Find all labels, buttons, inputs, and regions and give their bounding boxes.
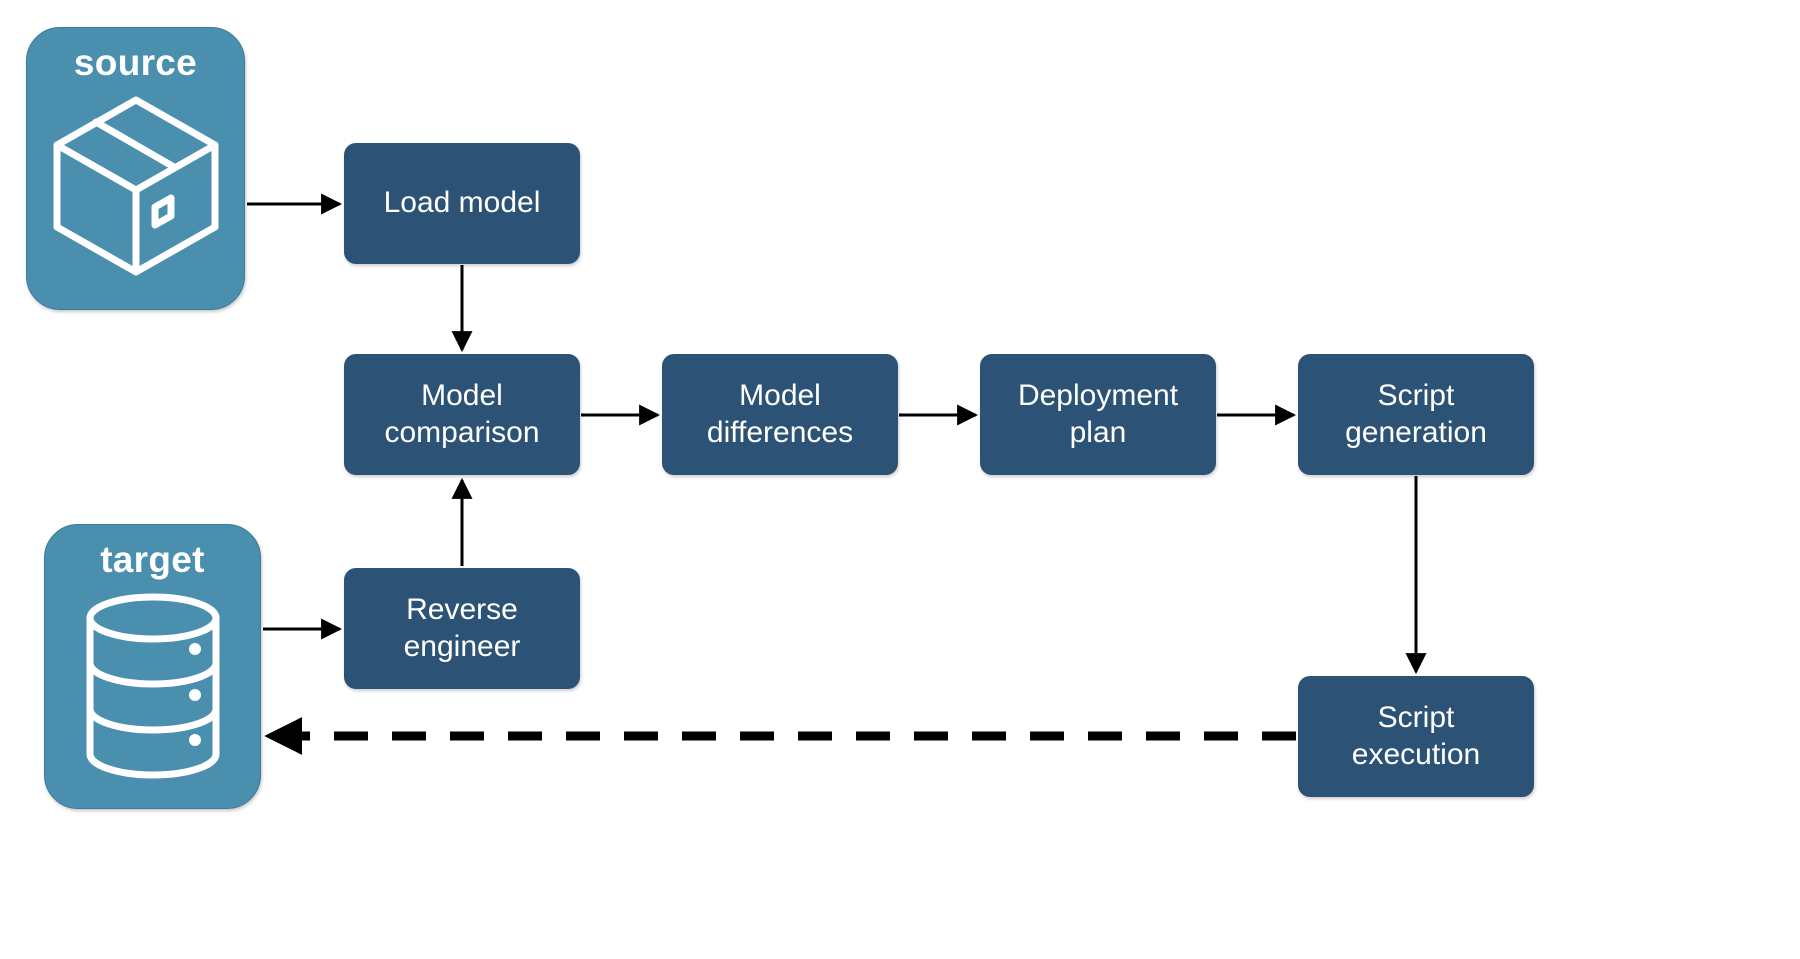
database-cylinder-icon bbox=[45, 578, 260, 794]
node-script-execution-label: Script execution bbox=[1351, 700, 1481, 771]
node-script-execution[interactable]: Script execution bbox=[1298, 676, 1534, 797]
node-reverse-engineer[interactable]: Reverse engineer bbox=[344, 568, 580, 689]
endpoint-target[interactable]: target bbox=[44, 524, 261, 809]
node-script-generation[interactable]: Script generation bbox=[1298, 354, 1534, 475]
node-model-comparison[interactable]: Model comparison bbox=[344, 354, 580, 475]
node-model-comparison-label: Model comparison bbox=[384, 378, 540, 449]
endpoint-target-label: target bbox=[100, 539, 205, 580]
node-model-differences[interactable]: Model differences bbox=[662, 354, 898, 475]
node-script-generation-label: Script generation bbox=[1345, 378, 1487, 449]
node-load-model[interactable]: Load model bbox=[344, 143, 580, 264]
endpoint-source[interactable]: source bbox=[26, 27, 245, 310]
package-box-icon bbox=[27, 81, 244, 291]
node-reverse-engineer-label: Reverse engineer bbox=[403, 592, 521, 663]
node-deployment-plan-label: Deployment plan bbox=[1017, 378, 1179, 449]
node-load-model-label: Load model bbox=[383, 186, 541, 220]
node-deployment-plan[interactable]: Deployment plan bbox=[980, 354, 1216, 475]
node-model-differences-label: Model differences bbox=[706, 378, 854, 449]
endpoint-source-label: source bbox=[73, 42, 198, 83]
